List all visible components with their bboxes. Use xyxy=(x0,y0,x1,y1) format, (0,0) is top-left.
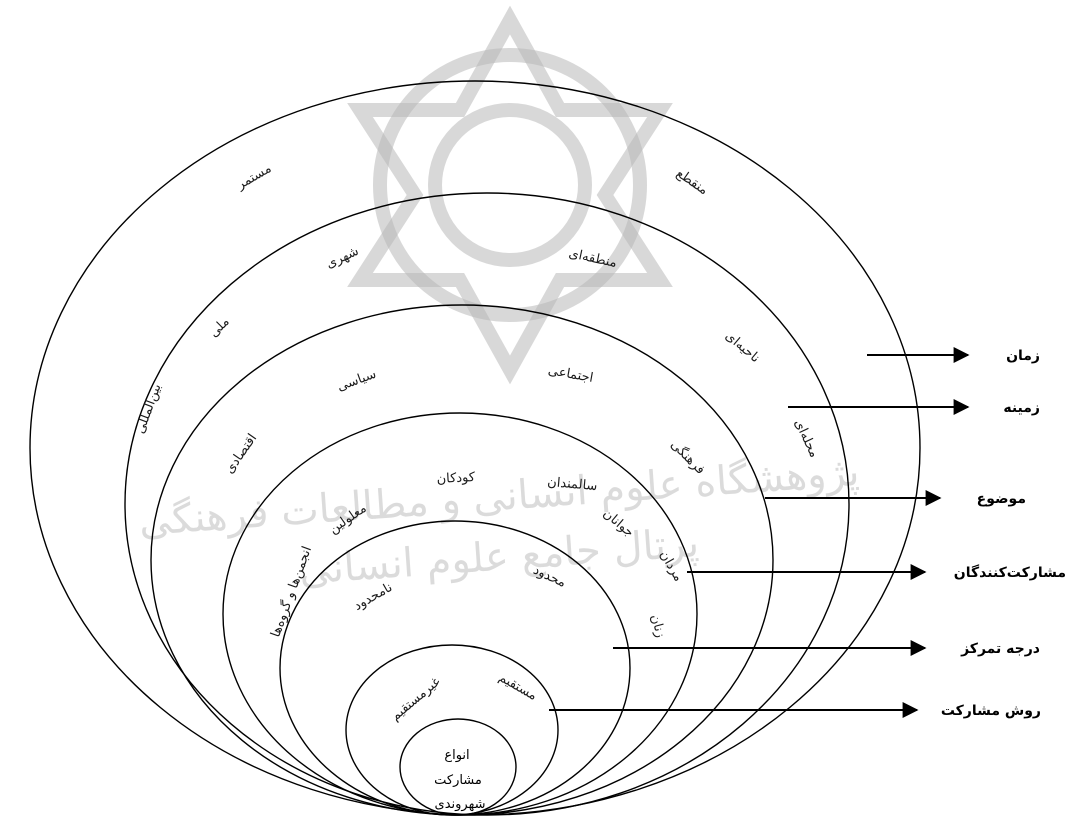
label-children: کودکان xyxy=(436,470,476,487)
label-political: سیاسی xyxy=(335,367,378,395)
center-label-line-2: مشارکت xyxy=(434,773,482,788)
side-label-participants: مشارکت‌کنندگان xyxy=(954,564,1066,581)
side-label-context: زمینه xyxy=(1003,400,1040,416)
label-intermittent: منقطع xyxy=(673,166,710,198)
center-label-line-1: انواع xyxy=(444,748,469,763)
label-national: ملی xyxy=(206,314,232,340)
label-urban: شهری xyxy=(324,244,361,272)
watermark-line-2: پرتال جامع علوم انسانی xyxy=(298,520,701,594)
label-regional: منطقه‌ای xyxy=(567,246,618,271)
label-international: بین‌المللی xyxy=(133,382,165,436)
side-label-method: روش مشارکت xyxy=(941,703,1041,719)
label-social: اجتماعی xyxy=(547,363,595,386)
watermark-logo xyxy=(360,20,660,370)
ring-method xyxy=(346,645,558,815)
side-label-subject: موضوع xyxy=(977,491,1026,507)
label-continuous: مستمر xyxy=(234,161,275,193)
label-women: زنان xyxy=(647,613,668,639)
label-indirect: غیرمستقیم xyxy=(388,674,443,724)
watermark-line-1: پژوهشگاه علوم انسانی و مطالعات فرهنگی xyxy=(137,449,861,545)
side-label-time: زمان xyxy=(1006,348,1040,364)
label-district: ناحیه‌ای xyxy=(722,329,763,366)
center-label-line-3: شهروندی xyxy=(435,797,486,812)
label-economic: اقتصادی xyxy=(222,431,260,476)
ring-time xyxy=(30,81,920,815)
side-label-centralization: درجه تمرکز xyxy=(960,641,1040,657)
